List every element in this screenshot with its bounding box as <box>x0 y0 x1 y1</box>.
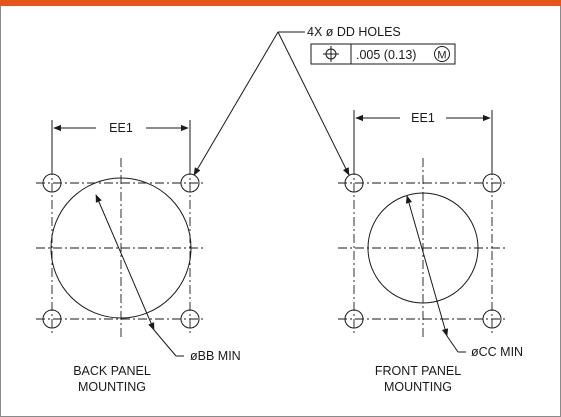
mounting-hole <box>180 173 200 193</box>
front-dimension-label: EE1 <box>411 111 435 125</box>
back-dimension-label: EE1 <box>109 121 133 135</box>
hole-callout-label: 4X ø DD HOLES <box>307 25 401 39</box>
leader-to-back-hole <box>193 31 279 176</box>
modifier-letter: M <box>437 50 446 62</box>
accent-bar <box>0 0 561 6</box>
mounting-hole <box>344 173 364 193</box>
mounting-hole <box>344 309 364 329</box>
mounting-hole <box>42 309 62 329</box>
mounting-hole <box>180 309 200 329</box>
back-panel-view: EE1 øBB MIN BACK PANEL MOUNTING <box>36 120 241 394</box>
leader-to-front-hole <box>277 31 350 176</box>
front-panel-title-line1: FRONT PANEL <box>375 364 461 378</box>
back-panel-title-line2: MOUNTING <box>78 380 146 394</box>
modifier-circle <box>434 46 450 62</box>
back-panel-title-line1: BACK PANEL <box>73 364 151 378</box>
front-panel-view: EE1 øCC MIN FRONT PANEL MOUNTING <box>338 110 523 394</box>
front-diameter-leader <box>446 335 459 353</box>
mounting-hole <box>42 173 62 193</box>
mounting-hole <box>482 309 502 329</box>
mounting-hole <box>482 173 502 193</box>
feature-control-frame <box>310 43 456 65</box>
front-panel-title-line2: MOUNTING <box>384 380 452 394</box>
back-diameter-label: øBB MIN <box>190 349 241 363</box>
front-diameter-label: øCC MIN <box>471 345 523 359</box>
front-diameter-line <box>405 195 449 337</box>
back-diameter-leader <box>153 329 177 357</box>
tolerance-value: .005 (0.13) <box>356 48 416 62</box>
back-diameter-line <box>95 194 155 331</box>
hole-callout: 4X ø DD HOLES .005 (0.13) M <box>193 25 456 176</box>
position-tolerance-icon <box>323 46 339 62</box>
